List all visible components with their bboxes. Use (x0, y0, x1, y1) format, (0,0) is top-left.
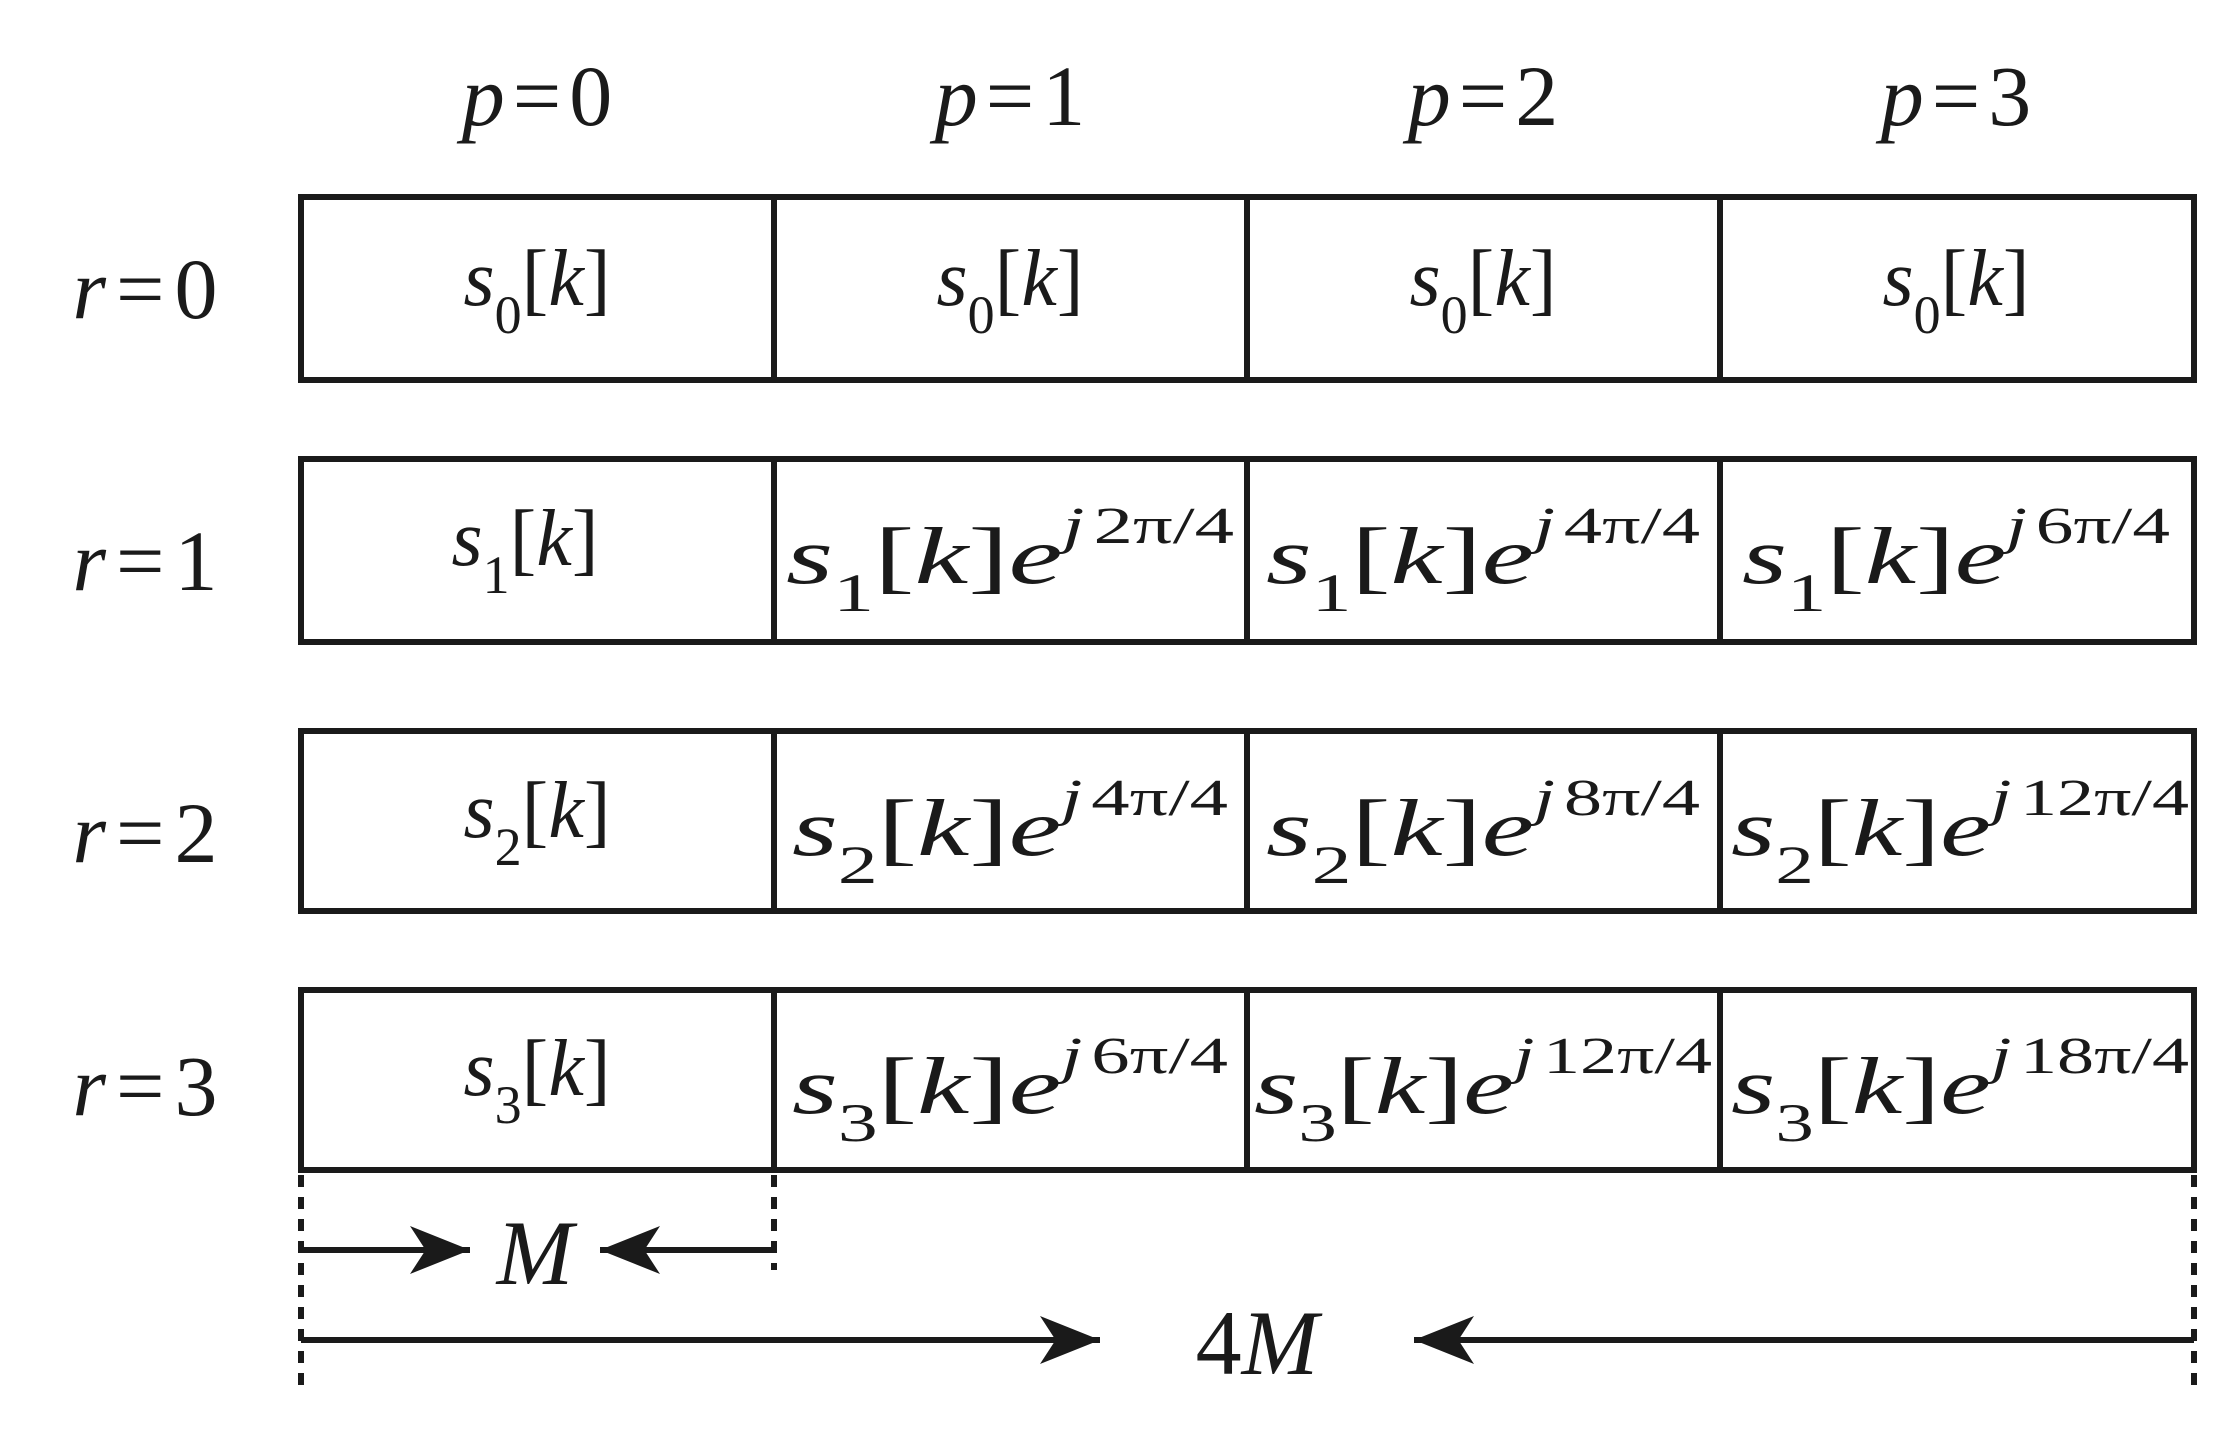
dimension-guides (298, 1175, 2197, 1390)
cell-r0-p3: s0[k] (1883, 235, 2030, 345)
column-header-p3: p=3 (1875, 48, 2032, 144)
cell-r2-p0: s2[k] (464, 767, 611, 877)
row-labels: r=0 r=1 r=2 r=3 (73, 241, 218, 1134)
dimension-m-label: M (495, 1202, 578, 1304)
cell-r3-p0: s3[k] (464, 1025, 611, 1135)
cell-r0-p2: s0[k] (1410, 235, 1557, 345)
cell-r0-p1: s0[k] (937, 235, 1084, 345)
cell-r1-p0: s1[k] (452, 495, 599, 605)
row-label-r2: r=2 (73, 785, 218, 881)
column-header-p0: p=0 (456, 48, 613, 144)
row-label-r0: r=0 (73, 241, 218, 337)
cell-r0-p0: s0[k] (464, 235, 611, 345)
row-label-r1: r=1 (73, 513, 218, 609)
dimension-4m-label: 4M (1196, 1292, 1323, 1394)
row-label-r3: r=3 (73, 1038, 218, 1134)
column-headers: p=0 p=1 p=2 p=3 (456, 48, 2032, 144)
block-grid (298, 194, 2197, 1173)
column-header-p2: p=2 (1402, 48, 1559, 144)
column-header-p1: p=1 (929, 48, 1086, 144)
